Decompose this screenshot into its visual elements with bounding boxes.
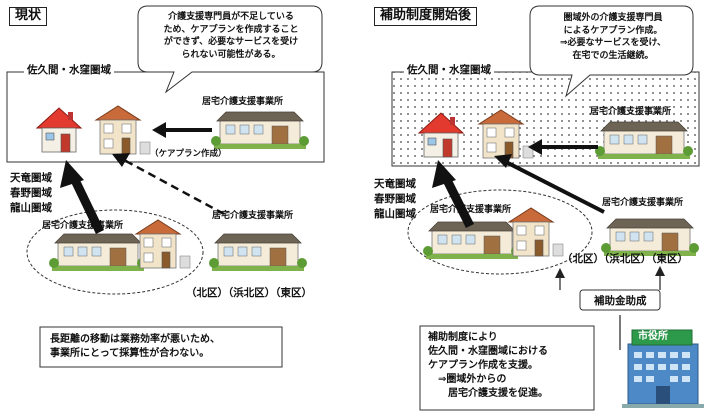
subsidy-box [579,289,661,311]
right-bubble-line-3: ⇒必要なサービスを受け、 [559,38,667,48]
left-bold-arrow-shaft [69,176,105,234]
right-lower-office-icon [422,221,522,260]
left-lower-office-label: 居宅介護支援事業所 [42,221,124,231]
left-dashed-arrow-shaft [123,158,225,216]
left-lower-office-icon [48,233,148,272]
left-lower-house-icon [135,219,191,269]
right-note-text: 補助制度により 佐久間・水窪圏域における ケアプラン作成を支援。 ⇒圏域外からの… [428,331,548,401]
left-bold-arrow-head [60,160,84,188]
right-arrow-head [528,139,542,155]
right-bold-arrow-shaft [441,175,475,229]
left-region-list: 天竜圏域 春野圏域 龍山圏域 [10,171,52,216]
left-note-text: 長距離の移動は業務効率が悪いため、 事業所にとって採算性が合わない。 [50,333,220,361]
right-panel-title: 補助制度開始後 [374,7,478,26]
right-region-3: 龍山圏域 [374,208,416,220]
right-office-icon [594,121,694,160]
city-hall-sign: 市役所 [638,331,668,342]
right-area-label: 佐久間・水窪圏域 [404,64,494,77]
left-area-label: 佐久間・水窪圏域 [24,64,114,77]
left-region-2: 春野圏域 [10,187,52,199]
left-dashed-circle [26,209,204,295]
right-far-office-icon [600,218,700,257]
right-bold-arrow-head [432,160,456,188]
right-note-line-1: 補助制度により [428,332,498,343]
right-bubble-text: 圏域外の介護支援専門員 によるケアプラン作成。 ⇒必要なサービスを受け、 在宅で… [540,12,686,62]
left-office-label: 居宅介護支援事業所 [202,97,284,107]
left-note-line-2: 事業所にとって採算性が合わない。 [50,348,210,359]
left-note-line-1: 長距離の移動は業務効率が悪いため、 [50,334,220,345]
right-note-line-4: ⇒圏域外からの [428,374,507,385]
right-bubble-line-1: 圏域外の介護支援専門員 [563,13,663,23]
subsidy-arrow-left-head [555,268,565,278]
left-districts: （北区）（浜北区）（東区） [186,287,312,299]
left-bubble-text: 介護支援専門員が不足している ため、ケアプランを作成すること ができず、必要なサ… [150,11,312,61]
care-plan-label: （ケアプラン作成） [150,149,227,159]
right-far-office-label: 居宅介護支援事業所 [602,198,684,208]
left-panel-title: 現状 [9,7,48,26]
left-bubble-line-3: ができず、必要なサービスを受け [163,37,299,47]
left-note-box [39,326,283,368]
left-bubble-line-1: 介護支援専門員が不足している [168,12,294,22]
left-bubble-line-4: られない可能性がある。 [181,49,281,60]
left-arrow-head [152,122,166,138]
right-dashed-circle [407,189,593,275]
right-note-line-5: 居宅介護支援を促進。 [428,388,548,399]
right-note-line-2: 佐久間・水窪圏域における [428,346,548,357]
left-dashed-arrow-head [112,153,130,167]
right-districts: （北区）（浜北区）（東区） [562,253,688,265]
right-bubble-line-4: 在宅での生活継続。 [572,50,654,61]
left-bubble-line-2: ため、ケアプランを作成すること [163,24,299,35]
subsidy-label: 補助金助成 [594,295,647,307]
right-lower-house-icon [508,207,564,257]
left-region-3: 龍山圏域 [10,202,52,214]
right-region-list: 天竜圏域 春野圏域 龍山圏域 [374,177,416,222]
right-region-1: 天竜圏域 [374,178,416,190]
right-speech-bubble [529,5,694,98]
right-lower-office-label: 居宅介護支援事業所 [430,205,512,215]
right-diagonal-arrow-head [494,154,512,168]
left-far-office-icon [208,233,308,272]
left-speech-bubble [137,5,323,94]
right-region-2: 春野圏域 [374,193,416,205]
right-diagonal-arrow-shaft [505,160,605,214]
right-note-line-3: ケアプラン作成を支援。 [428,360,538,371]
subsidy-arrow-right-head [655,266,665,276]
left-far-office-label: 居宅介護支援事業所 [212,211,294,221]
left-region-1: 天竜圏域 [10,172,52,184]
right-office-label: 居宅介護支援事業所 [590,107,672,117]
right-note-box [419,325,595,411]
right-bubble-line-2: によるケアプラン作成。 [563,25,663,36]
left-office-icon [210,111,310,150]
